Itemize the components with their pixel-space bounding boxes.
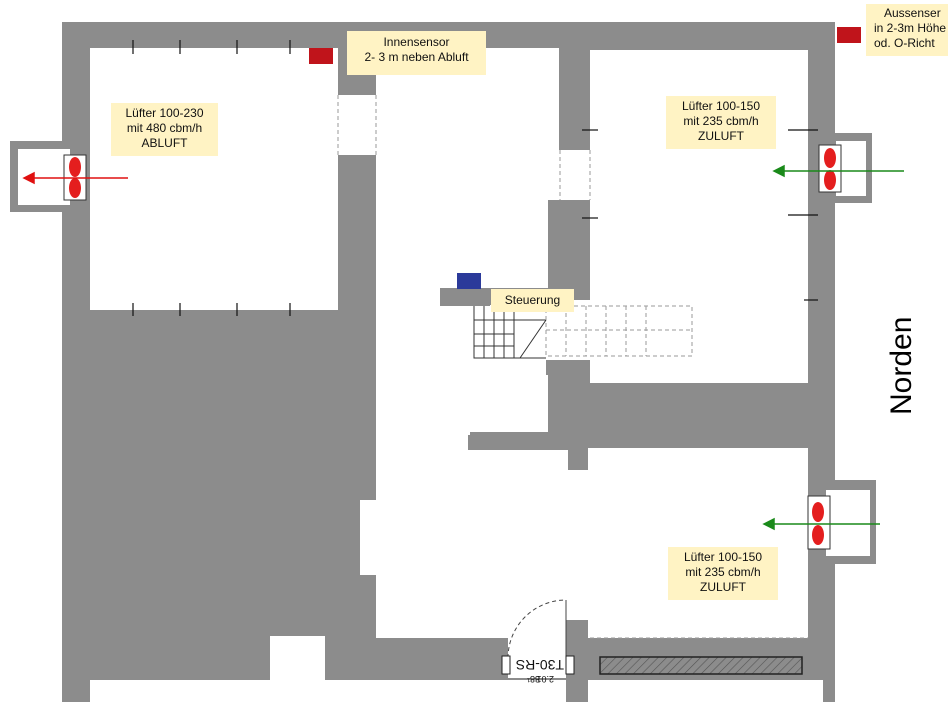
note-fan-supply-bottom: Lüfter 100-150 mit 235 cbm/h ZULUFT — [668, 547, 778, 600]
note-line: mit 235 cbm/h — [683, 114, 759, 128]
note-line: mit 235 cbm/h — [685, 565, 761, 579]
door-swing — [501, 599, 575, 675]
note-line: in 2-3m Höhe — [874, 21, 947, 35]
note-outdoor-sensor: Aussenser in 2-3m Höhe od. O-Richt — [866, 4, 948, 56]
arrow-supply-top-icon — [772, 164, 904, 178]
note-line: Steuerung — [504, 293, 561, 307]
note-line: ZULUFT — [698, 129, 744, 143]
staircase-dashed — [545, 305, 693, 357]
note-fan-exhaust: Lüfter 100-230 mit 480 cbm/h ABLUFT — [111, 103, 218, 156]
door-labels: T30-RS 88¹ 2.01 — [516, 657, 564, 684]
note-control: Steuerung — [491, 289, 574, 312]
north-label: Norden — [885, 316, 918, 415]
control-box — [457, 273, 481, 289]
door-code: T30-RS — [516, 657, 564, 673]
staircase — [473, 306, 547, 359]
note-fan-supply-top: Lüfter 100-150 mit 235 cbm/h ZULUFT — [666, 96, 776, 149]
door-lines — [337, 95, 808, 639]
note-line: Innensensor — [383, 35, 450, 49]
note-line: Aussenser — [884, 6, 941, 20]
door-dim-1: 88¹ — [527, 674, 540, 684]
note-line: mit 480 cbm/h — [126, 121, 203, 135]
note-line: Lüfter 100-150 — [681, 99, 761, 113]
outdoor-sensor-marker — [837, 27, 861, 43]
note-line: Lüfter 100-150 — [683, 550, 763, 564]
arrow-supply-bottom-icon — [762, 517, 880, 531]
indoor-sensor-marker — [309, 48, 333, 64]
note-line: 2- 3 m neben Abluft — [364, 50, 469, 64]
note-indoor-sensor: Innensensor 2- 3 m neben Abluft — [347, 31, 486, 75]
note-line: ABLUFT — [141, 136, 188, 150]
hatched-window — [599, 656, 803, 675]
note-line: Lüfter 100-230 — [125, 106, 204, 120]
inner-walls — [62, 200, 590, 702]
fan-supply-top-icon — [818, 144, 842, 193]
door-dim-2: 2.01 — [536, 674, 554, 684]
arrow-exhaust-icon — [22, 171, 128, 185]
wall-ticks — [132, 40, 818, 316]
note-line: od. O-Richt — [874, 36, 935, 50]
note-line: ZULUFT — [700, 580, 746, 594]
fan-supply-bottom-icon — [807, 495, 831, 550]
